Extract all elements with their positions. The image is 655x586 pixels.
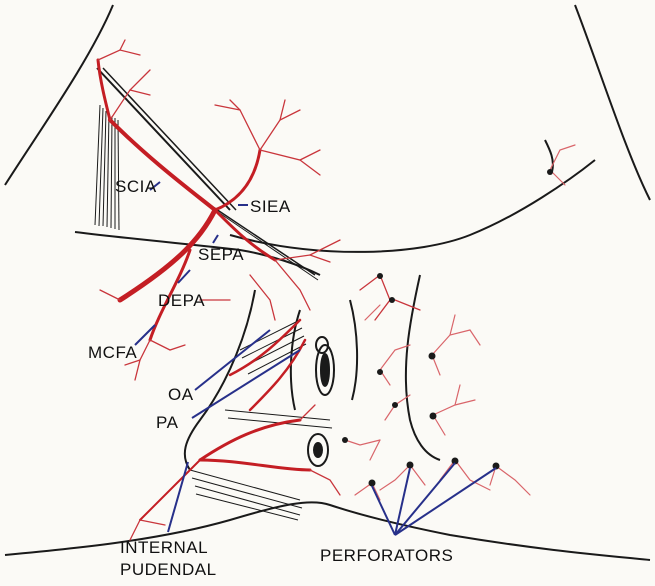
leader-perforators-1 <box>372 486 395 535</box>
left-thigh-outline <box>5 5 113 185</box>
vulva-right <box>350 300 357 400</box>
label-perforators: PERFORATORS <box>320 547 453 565</box>
label-sepa: SEPA <box>198 246 244 264</box>
leader-oa <box>195 330 270 390</box>
label-internal-pudendal-line1: INTERNAL <box>120 539 208 557</box>
main-vessels <box>98 60 310 520</box>
perforator-dots <box>342 169 553 487</box>
leader-internal-pudendal <box>168 462 188 532</box>
label-oa: OA <box>168 386 194 404</box>
leader-lines <box>135 182 496 535</box>
leader-sepa <box>213 235 218 243</box>
orifices <box>308 337 334 466</box>
leader-perforators-4 <box>395 468 496 535</box>
label-scia: SCIA <box>115 178 157 196</box>
label-internal-pudendal-line2: PUDENDAL <box>120 561 217 579</box>
leader-pa <box>192 350 300 418</box>
label-depa: DEPA <box>158 292 205 310</box>
right-labium <box>406 275 440 460</box>
left-inner-thigh <box>185 290 255 470</box>
label-mcfa: MCFA <box>88 344 137 362</box>
label-siea: SIEA <box>250 198 291 216</box>
label-pa: PA <box>156 414 178 432</box>
right-thigh-outline <box>575 5 650 200</box>
